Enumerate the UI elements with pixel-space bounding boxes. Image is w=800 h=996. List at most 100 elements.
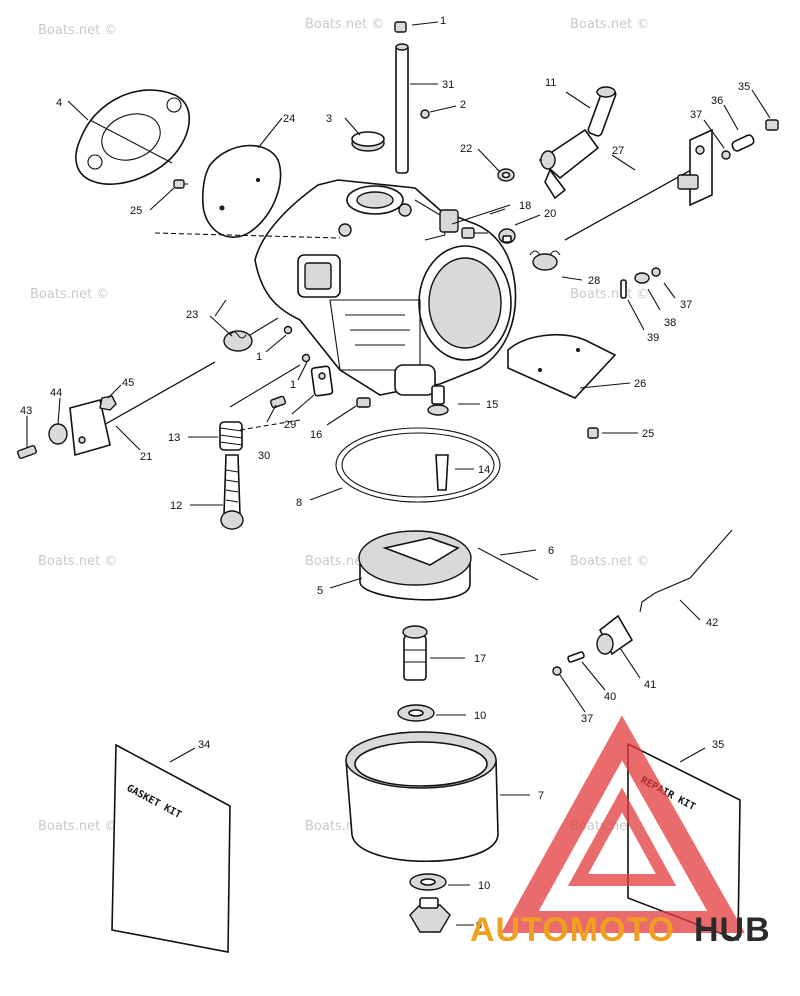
callout-4: 4 (56, 97, 62, 109)
callout-1: 1 (256, 351, 262, 363)
part-25-screw (587, 427, 599, 439)
part-37-ball (651, 267, 661, 277)
watermark: Boats.net © (305, 17, 384, 32)
part-43-screw (17, 445, 37, 459)
part-23-spring (223, 317, 279, 352)
callout-34: 34 (198, 739, 210, 751)
logo-text-automoto: AUTOMOTO (470, 911, 675, 949)
watermark: Boats.net © (570, 17, 649, 32)
part-5-float (358, 530, 472, 601)
callout-15: 15 (486, 399, 498, 411)
callout-36: 36 (711, 95, 723, 107)
callout-1: 1 (440, 15, 446, 27)
callout-35: 35 (738, 81, 750, 93)
callout-1: 1 (290, 379, 296, 391)
part-6-float-pin (477, 547, 539, 581)
part-15-valve-seat (427, 385, 449, 416)
callout-16: 16 (310, 429, 322, 441)
callout-3: 3 (326, 113, 332, 125)
part-44-bushing (48, 423, 68, 445)
part-10-washer (409, 873, 447, 891)
part-35-screw (765, 119, 779, 131)
logo-text-hub: HUB (694, 911, 771, 949)
watermark: Boats.net © (30, 287, 109, 302)
callout-30: 30 (258, 450, 270, 462)
callout-28: 28 (588, 275, 600, 287)
callout-25: 25 (642, 428, 654, 440)
part-11-fuel-fitting (538, 86, 617, 200)
part-38-washer (634, 272, 650, 284)
callout-31: 31 (442, 79, 454, 91)
callout-42: 42 (706, 617, 718, 629)
part-7-float-bowl (345, 731, 499, 862)
part-9-bowl-nut (409, 897, 451, 933)
callout-12: 12 (170, 500, 182, 512)
callout-5: 5 (317, 585, 323, 597)
part-36-pin (731, 134, 755, 152)
part-21-throttle-lever (69, 361, 216, 457)
callout-44: 44 (50, 387, 62, 399)
callout-13: 13 (168, 432, 180, 444)
part-28-spring (529, 250, 561, 271)
callout-37: 37 (690, 109, 702, 121)
callout-20: 20 (544, 208, 556, 220)
callout-11: 11 (545, 77, 556, 89)
logo-triangle-inner (567, 787, 677, 886)
part-45-nut (99, 395, 117, 411)
part-40-pin (567, 651, 585, 663)
part-18-screw (461, 227, 488, 239)
part-31-tube (395, 43, 409, 174)
callout-35: 35 (712, 739, 724, 751)
part-26-plate (507, 334, 617, 399)
callout-22: 22 (460, 143, 472, 155)
part-41-knob (596, 614, 634, 656)
callout-37: 37 (680, 299, 692, 311)
part-3-plug (351, 131, 385, 152)
part-34-gasket-kit: GASKET KIT (111, 743, 231, 953)
part-14-inlet-needle (435, 454, 449, 491)
automotohub-logo: AUTOMOTO HUB (470, 715, 771, 949)
callout-43: 43 (20, 405, 32, 417)
part-1-ball (283, 325, 293, 335)
callout-37: 37 (581, 713, 593, 725)
part-37-ball (721, 150, 731, 160)
watermark: Boats.net © (570, 554, 649, 569)
part-37-ball (552, 666, 562, 676)
callout-6: 6 (548, 545, 554, 557)
watermark: Boats.net © (38, 23, 117, 38)
callout-41: 41 (644, 679, 656, 691)
part-24-diaphragm (201, 144, 282, 238)
callout-9: 9 (476, 920, 482, 932)
part-13-spring (219, 421, 243, 451)
callout-labels: 1 31 2 3 4 24 25 22 11 18 20 28 27 37 36… (20, 15, 750, 932)
part-30-screw (269, 395, 287, 409)
callout-27: 27 (612, 145, 624, 157)
part-8-bowl-gasket (335, 427, 501, 503)
part-4-flange-gasket (75, 89, 190, 185)
part-39-pin (620, 279, 627, 299)
callout-25: 25 (130, 205, 142, 217)
callout-8: 8 (296, 497, 302, 509)
callout-24: 24 (283, 113, 295, 125)
part-1-ball (301, 353, 311, 363)
part-25-screw (173, 179, 188, 189)
logo-triangle-outer (501, 715, 745, 933)
part-29-bracket (310, 365, 334, 397)
part-17-main-jet (402, 625, 428, 681)
watermark: Boats.net © (570, 287, 649, 302)
callout-29: 29 (284, 419, 296, 431)
leader-lines (26, 21, 771, 926)
part-42-choke-rod (639, 529, 733, 613)
part-22-washer (497, 168, 515, 182)
part-1-cap (394, 21, 407, 33)
carburetor-body (254, 179, 517, 396)
callout-45: 45 (122, 377, 134, 389)
callout-39: 39 (647, 332, 659, 344)
part-10-washer (397, 704, 435, 722)
callout-40: 40 (604, 691, 616, 703)
part-27-throttle-shaft (564, 128, 713, 241)
callout-21: 21 (140, 451, 152, 463)
watermark: Boats.net © (38, 554, 117, 569)
